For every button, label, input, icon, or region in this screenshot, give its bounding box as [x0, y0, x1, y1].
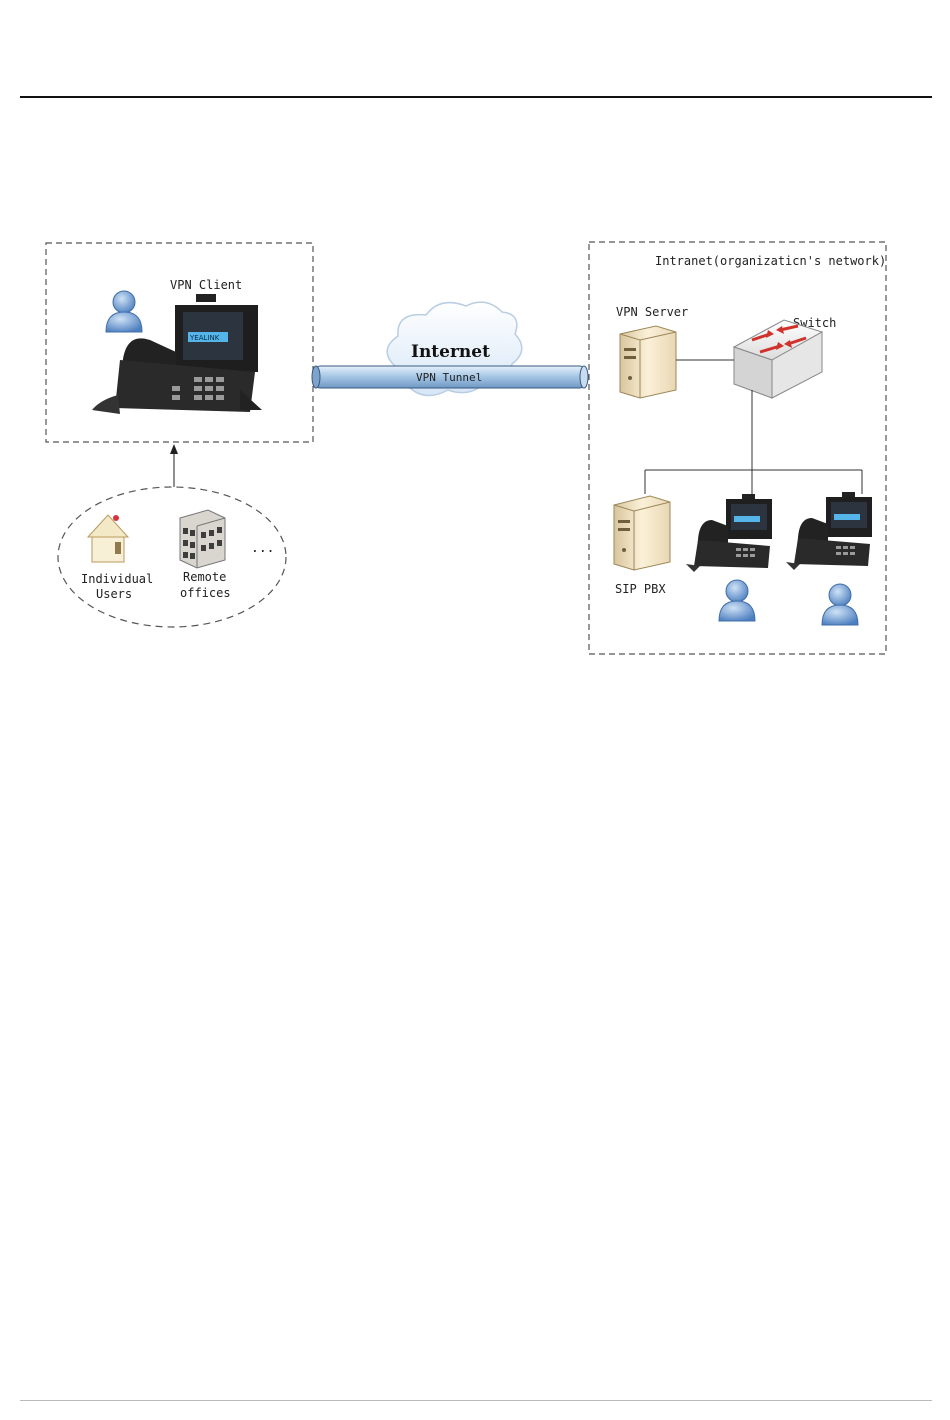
sip-pbx-server-icon: [614, 496, 670, 570]
house-icon: [88, 515, 128, 562]
intranet-label: Intranet(organizaticn's network): [655, 254, 886, 268]
individual-users-label-line2: Users: [96, 587, 132, 601]
intranet-phone-icon: [686, 494, 772, 572]
individual-users-label-line1: Individual: [81, 572, 153, 586]
vpn-client-label: VPN Client: [170, 278, 242, 292]
remote-offices-label-line2: offices: [180, 586, 231, 600]
sip-pbx-label: SIP PBX: [615, 582, 666, 596]
user-icon: [822, 584, 858, 625]
more-ellipsis: ...: [251, 541, 274, 556]
internet-label: Internet: [411, 342, 490, 362]
user-icon: [106, 291, 142, 332]
ip-phone-icon: YEALINK: [92, 294, 262, 414]
user-icon: [719, 580, 755, 621]
footer-rule: [20, 1400, 932, 1401]
vpn-server-label: VPN Server: [616, 305, 688, 319]
intranet-phone-icon: [786, 492, 872, 570]
vpn-network-diagram: VPN Client YEALINK Individual Users: [0, 0, 950, 700]
vpn-tunnel-label: VPN Tunnel: [416, 371, 482, 384]
phone-screen-text: YEALINK: [189, 334, 220, 342]
remote-offices-label-line1: Remote: [183, 570, 226, 584]
office-building-icon: [180, 510, 225, 568]
arrowhead: [170, 444, 178, 454]
vpn-server-icon: [620, 326, 676, 398]
switch-icon: [734, 320, 822, 398]
